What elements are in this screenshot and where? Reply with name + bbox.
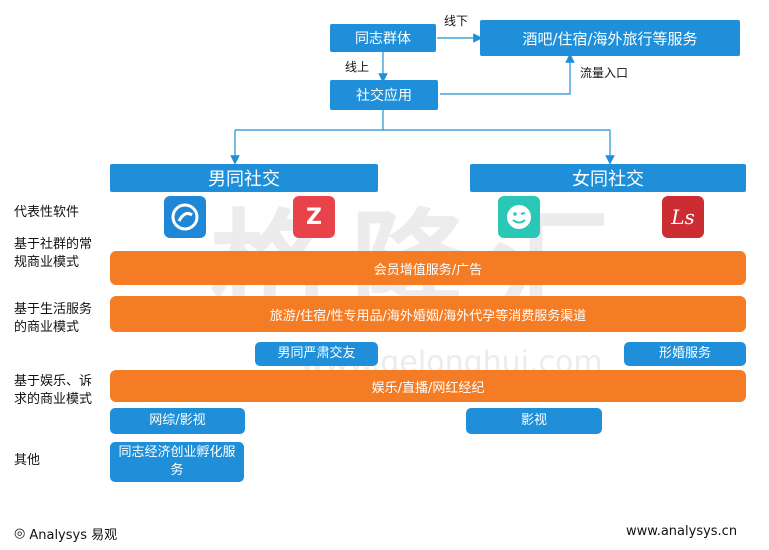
male-media-box: 网综/影视	[110, 408, 245, 434]
row-label-other: 其他	[14, 453, 41, 468]
online-label: 线上	[345, 60, 370, 74]
female-media-box: 影视	[466, 408, 602, 434]
lesdo-icon: Ls	[662, 196, 704, 238]
footer-logo-text: Analysys 易观	[29, 528, 118, 543]
female-wedding-service-box: 形婚服务	[624, 342, 746, 366]
footer-logo: ◎ Analysys 易观	[14, 524, 117, 543]
blued-icon	[164, 196, 206, 238]
social-app-box: 社交应用	[330, 80, 438, 110]
startup-incubation-box: 同志经济创业孵化服务	[110, 442, 244, 482]
life-services-bar: 旅游/住宿/性专用品/海外婚姻/海外代孕等消费服务渠道	[110, 296, 746, 332]
analysys-logo-icon: ◎	[14, 526, 26, 541]
row-label-ent-model: 基于娱乐、诉求的商业模式	[14, 374, 93, 407]
male-serious-dating-box: 男同严肃交友	[255, 342, 378, 366]
offline-label: 线下	[444, 14, 469, 28]
membership-ads-bar: 会员增值服务/广告	[110, 251, 746, 285]
rela-icon	[498, 196, 540, 238]
footer-url: www.analysys.cn	[626, 524, 738, 539]
row-label-life-model: 基于生活服务的商业模式	[14, 302, 93, 335]
zank-icon: Z	[293, 196, 335, 238]
female-social-header: 女同社交	[470, 164, 746, 192]
services-box: 酒吧/住宿/海外旅行等服务	[480, 20, 740, 56]
entertainment-bar: 娱乐/直播/网红经纪	[110, 370, 746, 402]
row-label-apps: 代表性软件	[14, 205, 80, 220]
gay-group-box: 同志群体	[330, 24, 436, 52]
row-label-social-model: 基于社群的常规商业模式	[14, 237, 93, 270]
male-social-header: 男同社交	[110, 164, 378, 192]
traffic-entrance-label: 流量入口	[580, 66, 629, 80]
